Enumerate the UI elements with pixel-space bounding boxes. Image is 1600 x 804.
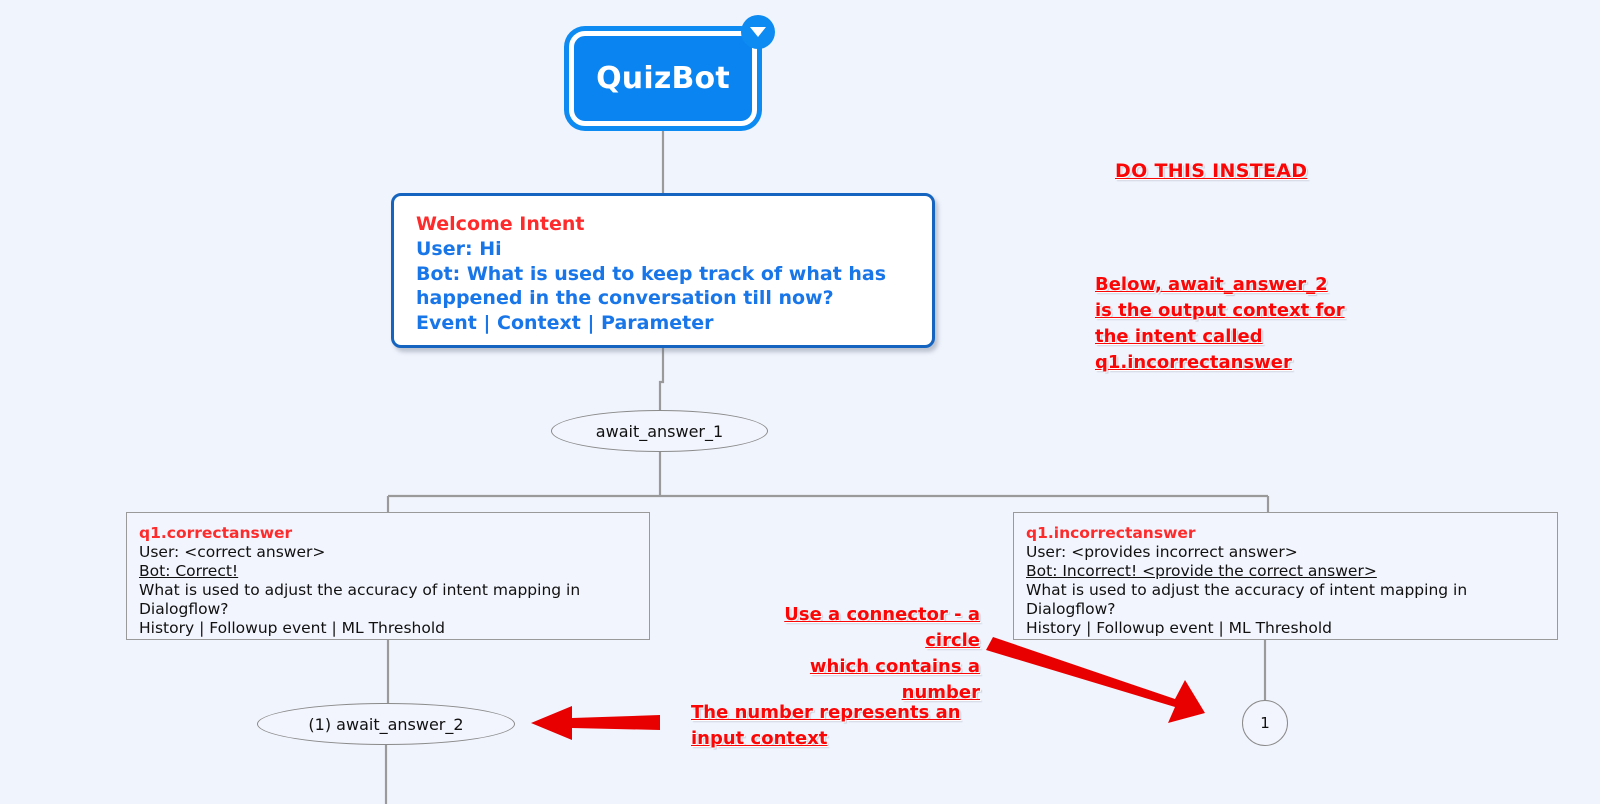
welcome-intent-user-line: User: Hi <box>416 238 502 260</box>
intent-question: What is used to adjust the accuracy of i… <box>139 581 581 618</box>
intent-user-line: User: <provides incorrect answer> <box>1026 543 1298 561</box>
agent-name-label: QuizBot <box>596 61 730 96</box>
chevron-down-glyph <box>750 27 766 37</box>
context-oval-await-answer-2[interactable]: (1) await_answer_2 <box>257 703 515 745</box>
annotation-line: The number represents an <box>691 702 961 723</box>
annotation-line: q1.incorrectanswer <box>1095 352 1292 373</box>
intent-bot-line: Bot: Incorrect! <provide the correct ans… <box>1026 562 1377 580</box>
annotation-line: input context <box>691 728 828 749</box>
welcome-intent-card[interactable]: Welcome Intent User: Hi Bot: What is use… <box>391 193 935 348</box>
welcome-intent-bot-line: Bot: What is used to keep track of what … <box>416 262 887 310</box>
welcome-intent-title: Welcome Intent <box>416 213 585 235</box>
connector-number-label: 1 <box>1260 714 1270 732</box>
annotation-line: is the output context for <box>1095 300 1345 321</box>
context-label: (1) await_answer_2 <box>308 714 464 734</box>
agent-node-quizbot[interactable]: QuizBot <box>569 31 757 126</box>
intent-bot-line: Bot: Correct! <box>139 562 239 580</box>
annotation-connector-note: Use a connector - a circle which contain… <box>735 602 980 706</box>
annotation-line: Use a connector - a circle <box>784 604 980 651</box>
intent-options: History | Followup event | ML Threshold <box>1026 619 1332 637</box>
context-oval-await-answer-1[interactable]: await_answer_1 <box>551 410 768 452</box>
intent-box-q1-incorrectanswer[interactable]: q1.incorrectanswer User: <provides incor… <box>1013 512 1558 640</box>
intent-name: q1.incorrectanswer <box>1026 524 1196 542</box>
annotation-line: the intent called <box>1095 326 1263 347</box>
intent-name: q1.correctanswer <box>139 524 293 542</box>
intent-question: What is used to adjust the accuracy of i… <box>1026 581 1468 618</box>
annotation-below-note: Below, await_answer_2 is the output cont… <box>1095 272 1345 376</box>
chevron-down-icon[interactable] <box>741 15 775 49</box>
intent-options: History | Followup event | ML Threshold <box>139 619 445 637</box>
annotation-number-note: The number represents an input context <box>691 700 961 752</box>
annotation-line: which contains a number <box>809 656 980 703</box>
intent-user-line: User: <correct answer> <box>139 543 326 561</box>
annotation-line: Below, await_answer_2 <box>1095 274 1328 295</box>
arrow-left-to-ctx2 <box>531 706 660 740</box>
arrow-diagonal-to-circle <box>986 637 1205 723</box>
connector-circle-1[interactable]: 1 <box>1242 700 1288 746</box>
edge-welcome-to-ctx1 <box>658 348 665 410</box>
context-label: await_answer_1 <box>595 421 724 441</box>
annotation-do-this-instead: DO THIS INSTEAD <box>1115 160 1308 182</box>
intent-box-q1-correctanswer[interactable]: q1.correctanswer User: <correct answer> … <box>126 512 650 640</box>
welcome-intent-options-line: Event | Context | Parameter <box>416 311 714 334</box>
